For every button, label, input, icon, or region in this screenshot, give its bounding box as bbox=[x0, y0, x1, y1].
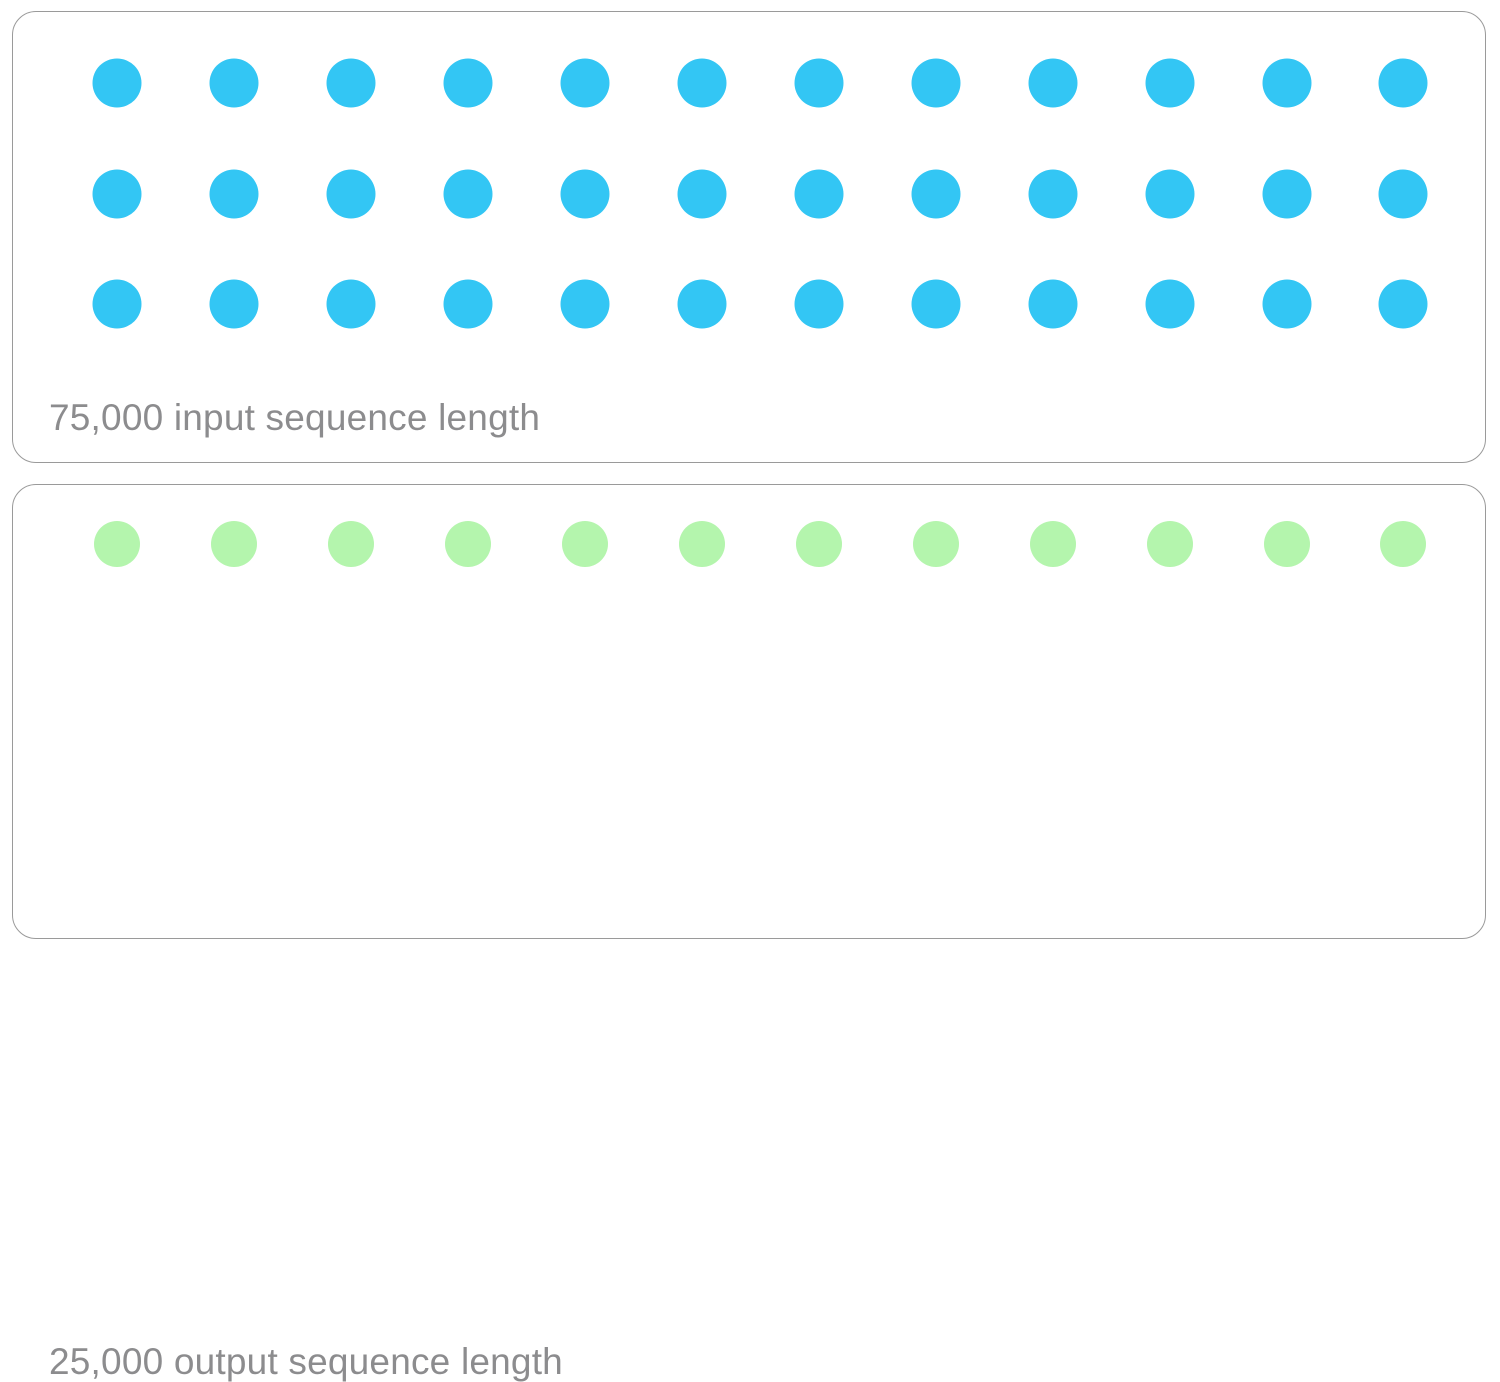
input-token-dot bbox=[677, 58, 727, 108]
input-token-dot bbox=[911, 58, 961, 108]
input-token-dot bbox=[1145, 279, 1195, 329]
input-token-dot bbox=[92, 169, 142, 219]
output-token-dot bbox=[796, 521, 842, 567]
input-token-dot bbox=[443, 58, 493, 108]
input-token-dot bbox=[1262, 279, 1312, 329]
input-token-dot bbox=[326, 58, 376, 108]
input-token-dot bbox=[1145, 169, 1195, 219]
input-token-dot bbox=[794, 58, 844, 108]
output-token-dot bbox=[445, 521, 491, 567]
input-token-dot bbox=[560, 58, 610, 108]
output-sequence-length-label: 25,000 output sequence length bbox=[49, 1341, 563, 1382]
input-token-dot bbox=[911, 169, 961, 219]
input-token-dot bbox=[326, 169, 376, 219]
output-token-dot bbox=[211, 521, 257, 567]
input-token-dot bbox=[92, 58, 142, 108]
output-token-dot bbox=[562, 521, 608, 567]
input-token-dot bbox=[1028, 58, 1078, 108]
input-token-dot bbox=[443, 169, 493, 219]
output-token-dot bbox=[94, 521, 140, 567]
input-token-dot bbox=[92, 279, 142, 329]
output-token-dot bbox=[1030, 521, 1076, 567]
input-token-dot bbox=[1378, 279, 1428, 329]
output-token-dot bbox=[1147, 521, 1193, 567]
output-token-dot bbox=[328, 521, 374, 567]
input-token-dot bbox=[794, 169, 844, 219]
diagram-canvas: 75,000 input sequence length 25,000 outp… bbox=[12, 11, 1486, 1380]
input-token-dot bbox=[1145, 58, 1195, 108]
output-token-dot-grid bbox=[13, 485, 1485, 938]
input-token-dot bbox=[677, 169, 727, 219]
input-token-dot bbox=[560, 169, 610, 219]
input-token-dot bbox=[326, 279, 376, 329]
output-token-dot bbox=[1264, 521, 1310, 567]
input-token-dot bbox=[1028, 279, 1078, 329]
input-token-dot-grid bbox=[13, 12, 1485, 462]
input-token-dot bbox=[677, 279, 727, 329]
input-token-dot bbox=[209, 279, 259, 329]
output-token-dot bbox=[1380, 521, 1426, 567]
input-token-dot bbox=[560, 279, 610, 329]
input-token-dot bbox=[1378, 169, 1428, 219]
input-token-dot bbox=[443, 279, 493, 329]
input-sequence-card: 75,000 input sequence length bbox=[12, 11, 1486, 463]
input-sequence-length-label: 75,000 input sequence length bbox=[49, 397, 541, 438]
input-token-dot bbox=[209, 169, 259, 219]
input-token-dot bbox=[1262, 58, 1312, 108]
input-token-dot bbox=[911, 279, 961, 329]
output-token-dot bbox=[679, 521, 725, 567]
input-token-dot bbox=[1378, 58, 1428, 108]
input-token-dot bbox=[209, 58, 259, 108]
output-token-dot bbox=[913, 521, 959, 567]
input-token-dot bbox=[1028, 169, 1078, 219]
input-token-dot bbox=[794, 279, 844, 329]
input-token-dot bbox=[1262, 169, 1312, 219]
output-sequence-card: 25,000 output sequence length bbox=[12, 484, 1486, 1380]
